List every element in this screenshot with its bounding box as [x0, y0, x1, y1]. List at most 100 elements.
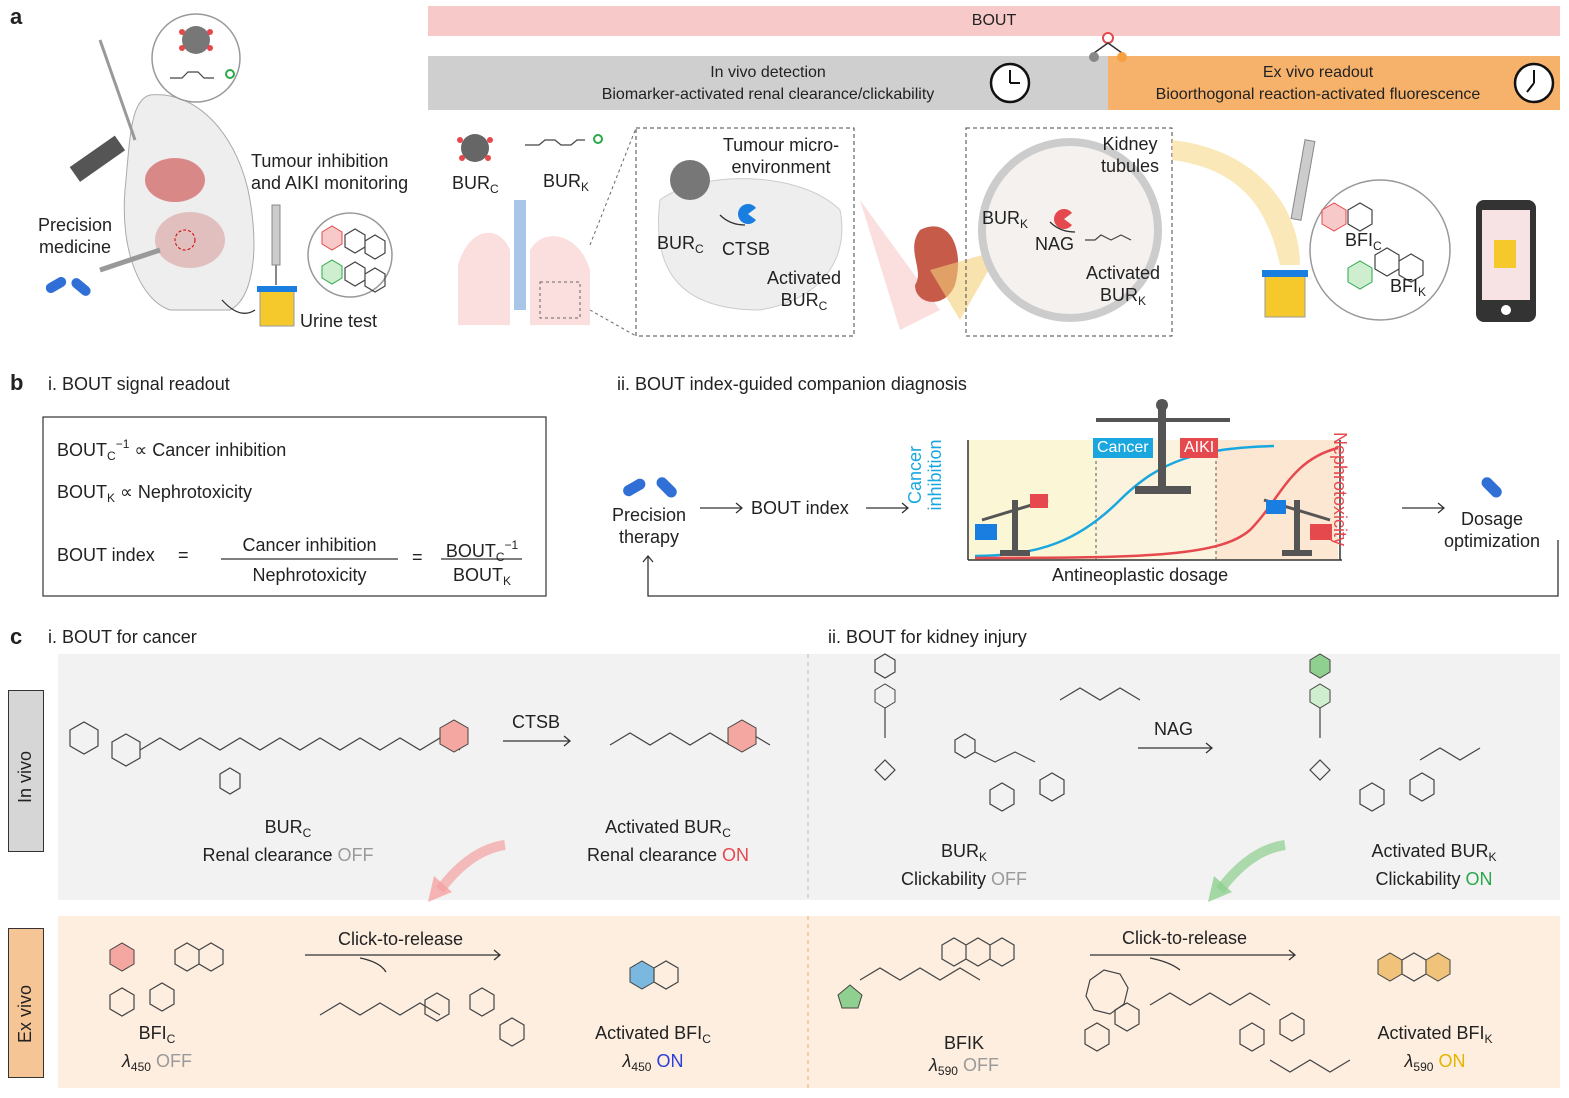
- nag-enzyme-icon: [1054, 209, 1072, 230]
- invivo-kidney-bg: [808, 654, 1560, 900]
- bout-index-flow-label: BOUT index: [751, 498, 849, 518]
- branch-connector-icon: [1089, 32, 1127, 62]
- magnified-circle-right: [1309, 179, 1451, 321]
- urine-cup-icon: [257, 286, 297, 327]
- bout-signal-readout-title: i. BOUT signal readout: [48, 374, 230, 394]
- exvivo-title: Ex vivo readout: [1262, 64, 1374, 81]
- balance-scale-icon: [1096, 399, 1230, 494]
- activated-bfi-c-caption: Activated BFIC λ450 ON: [595, 1023, 711, 1074]
- bfi-k-molecule: [837, 937, 1015, 1009]
- bur-k-molecule: [874, 653, 1141, 812]
- activated-bur-k-molecule: [1309, 653, 1481, 812]
- reaction-arrow-nag: [1138, 742, 1214, 754]
- pill-icon: [45, 277, 91, 296]
- ctsb-enzyme-icon: [737, 204, 756, 225]
- bout-for-cancer-title: i. BOUT for cancer: [48, 627, 197, 647]
- urine-test-label: Urine test: [300, 311, 378, 331]
- scale-cancer-tag: Cancer: [1093, 438, 1153, 458]
- eq-numerator-cancer: Cancer inhibition: [242, 535, 377, 555]
- invivo-title: In vivo detection: [710, 64, 826, 81]
- bfi-k-label-a: BFIK: [1390, 276, 1427, 299]
- panel-b-letter: b: [10, 370, 24, 395]
- nag-reaction-label: NAG: [1154, 719, 1194, 739]
- activated-bur-k-label: Activated BURK: [1085, 263, 1161, 308]
- nag-label: NAG: [1035, 234, 1075, 254]
- activated-bur-c-caption: Activated BURC Renal clearance ON: [586, 817, 750, 865]
- dosage-optimization-label: Dosage optimization: [1443, 509, 1541, 551]
- bur-c-molecule: [69, 719, 469, 795]
- clock-icon: [1513, 62, 1555, 104]
- eq-equals-2: =: [412, 547, 423, 567]
- magnified-circle-left: [307, 212, 393, 298]
- bout-bar-label: BOUT: [971, 12, 1017, 29]
- kidney-zoom-box: [965, 127, 1173, 337]
- bur-c-label: BURC: [452, 173, 499, 196]
- eq-numerator-boutc: BOUTC−1: [445, 538, 519, 564]
- tumour-microenvironment-label: Tumour micro- environment: [722, 135, 840, 177]
- balance-scale-icon: [1263, 498, 1332, 556]
- bur-c-tumour-label: BURC: [657, 233, 704, 256]
- click-product-molecule-2: [1084, 969, 1351, 1073]
- ctsb-reaction-label: CTSB: [512, 712, 561, 732]
- clock-icon: [989, 62, 1031, 104]
- eq-denominator-nephro: Nephrotoxicity: [252, 565, 367, 585]
- bfi-k-caption: BFIK λ590 OFF: [929, 1033, 999, 1078]
- activated-bfi-k-molecule: [1377, 952, 1451, 982]
- click-product-molecule-1: [319, 987, 525, 1047]
- flow-arrow: [866, 502, 910, 514]
- bfi-c-molecule: [109, 942, 224, 1017]
- pill-icon: [1481, 477, 1502, 498]
- activated-bfi-c-molecule: [629, 960, 679, 990]
- balance-scale-icon: [975, 494, 1049, 556]
- eq-equals-1: =: [178, 545, 189, 565]
- kidney-tubules-label: Kidney tubules: [1100, 134, 1160, 176]
- y-axis-nephrotoxicity: Nephrotoxicity: [1330, 432, 1350, 547]
- eq-bout-k: BOUTK ∝ Nephrotoxicity: [57, 482, 252, 505]
- activated-bfi-k-caption: Activated BFIK λ590 ON: [1377, 1023, 1493, 1074]
- smartphone-icon: [1476, 200, 1536, 322]
- click-to-release-label-2: Click-to-release: [1122, 928, 1248, 948]
- bout-bar: BOUT: [428, 6, 1560, 36]
- activated-bur-c-molecule: [609, 719, 771, 753]
- eq-bout-index: BOUT index: [57, 545, 155, 565]
- invivo-subtitle: Biomarker-activated renal clearance/clic…: [601, 86, 935, 103]
- in-vivo-side-label: In vivo: [8, 690, 44, 852]
- bout-for-kidney-title: ii. BOUT for kidney injury: [828, 627, 1027, 647]
- tumour-zoom-box: [635, 127, 855, 337]
- eq-bout-c: BOUTC−1 ∝ Cancer inhibition: [57, 437, 287, 463]
- reaction-arrow-ctsb: [503, 735, 572, 747]
- pill-icon: [623, 477, 677, 498]
- flow-arrow: [700, 502, 744, 514]
- nanoparticle-icon: [457, 134, 493, 162]
- pipette-icon: [1290, 139, 1316, 221]
- x-axis-dosage-label: Antineoplastic dosage: [1052, 565, 1229, 585]
- exvivo-readout-bar: Ex vivo readout Bioorthogonal reaction-a…: [1108, 56, 1560, 110]
- ctsb-label: CTSB: [722, 239, 771, 259]
- bur-k-kidney-label: BURK: [982, 208, 1029, 231]
- eq-denominator-boutk: BOUTK: [452, 565, 512, 588]
- ex-vivo-side-label: Ex vivo: [8, 928, 44, 1078]
- bout-readout-box: [42, 416, 547, 597]
- bfi-c-label-a: BFIC: [1345, 230, 1382, 253]
- feedback-arrow: [642, 540, 1559, 597]
- bur-k-caption: BURK Clickability OFF: [900, 841, 1028, 889]
- mouse-illustration: [69, 39, 255, 311]
- nephrotoxicity-curve: [974, 446, 1339, 560]
- click-to-release-label-1: Click-to-release: [338, 929, 464, 949]
- bur-k-label: BURK: [543, 171, 590, 194]
- syringe-icon: [99, 247, 161, 273]
- reaction-arrow-click-1: [305, 949, 502, 961]
- scale-aiki-tag: AIKI: [1180, 438, 1219, 458]
- panel-a-letter: a: [10, 4, 23, 29]
- bout-companion-diagnosis-title: ii. BOUT index-guided companion diagnosi…: [617, 374, 967, 394]
- urine-cup-icon: [1262, 270, 1308, 318]
- magnified-circle-top: [151, 13, 241, 103]
- invivo-cancer-bg: [58, 654, 808, 900]
- reaction-arrow-click-2: [1090, 949, 1297, 961]
- activated-bur-c-label: Activated BURC: [766, 268, 842, 313]
- precision-medicine-label: Precision medicine: [37, 215, 113, 257]
- precision-therapy-label: Precision therapy: [611, 505, 687, 547]
- tumour-inhibition-label: Tumour inhibition and AIKI monitoring: [251, 151, 409, 193]
- pipette-icon: [271, 204, 281, 285]
